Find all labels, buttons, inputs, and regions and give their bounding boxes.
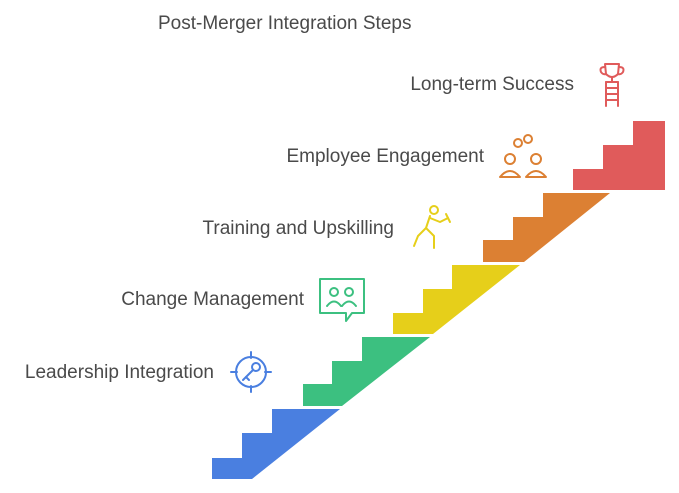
- step-label-change-management: Change Management: [121, 289, 304, 310]
- stair-segment-employee-engagement: [483, 193, 610, 262]
- step-label-employee-engagement: Employee Engagement: [286, 146, 484, 167]
- diagram-title: Post-Merger Integration Steps: [158, 13, 412, 34]
- step-label-long-term-success: Long-term Success: [410, 74, 574, 95]
- people-chat-icon: [319, 278, 365, 322]
- people-connection-icon: [499, 134, 547, 178]
- stair-segment-long-term-success: [573, 121, 665, 190]
- step-label-training-upskilling: Training and Upskilling: [202, 218, 394, 239]
- exercise-person-icon: [413, 205, 451, 249]
- stair-segment-leadership-integration: [212, 409, 340, 479]
- trophy-ladder-icon: [599, 63, 625, 107]
- stair-segment-change-management: [303, 337, 430, 406]
- target-key-icon: [230, 351, 272, 393]
- step-label-leadership-integration: Leadership Integration: [24, 362, 214, 383]
- stair-segment-training-upskilling: [393, 265, 520, 334]
